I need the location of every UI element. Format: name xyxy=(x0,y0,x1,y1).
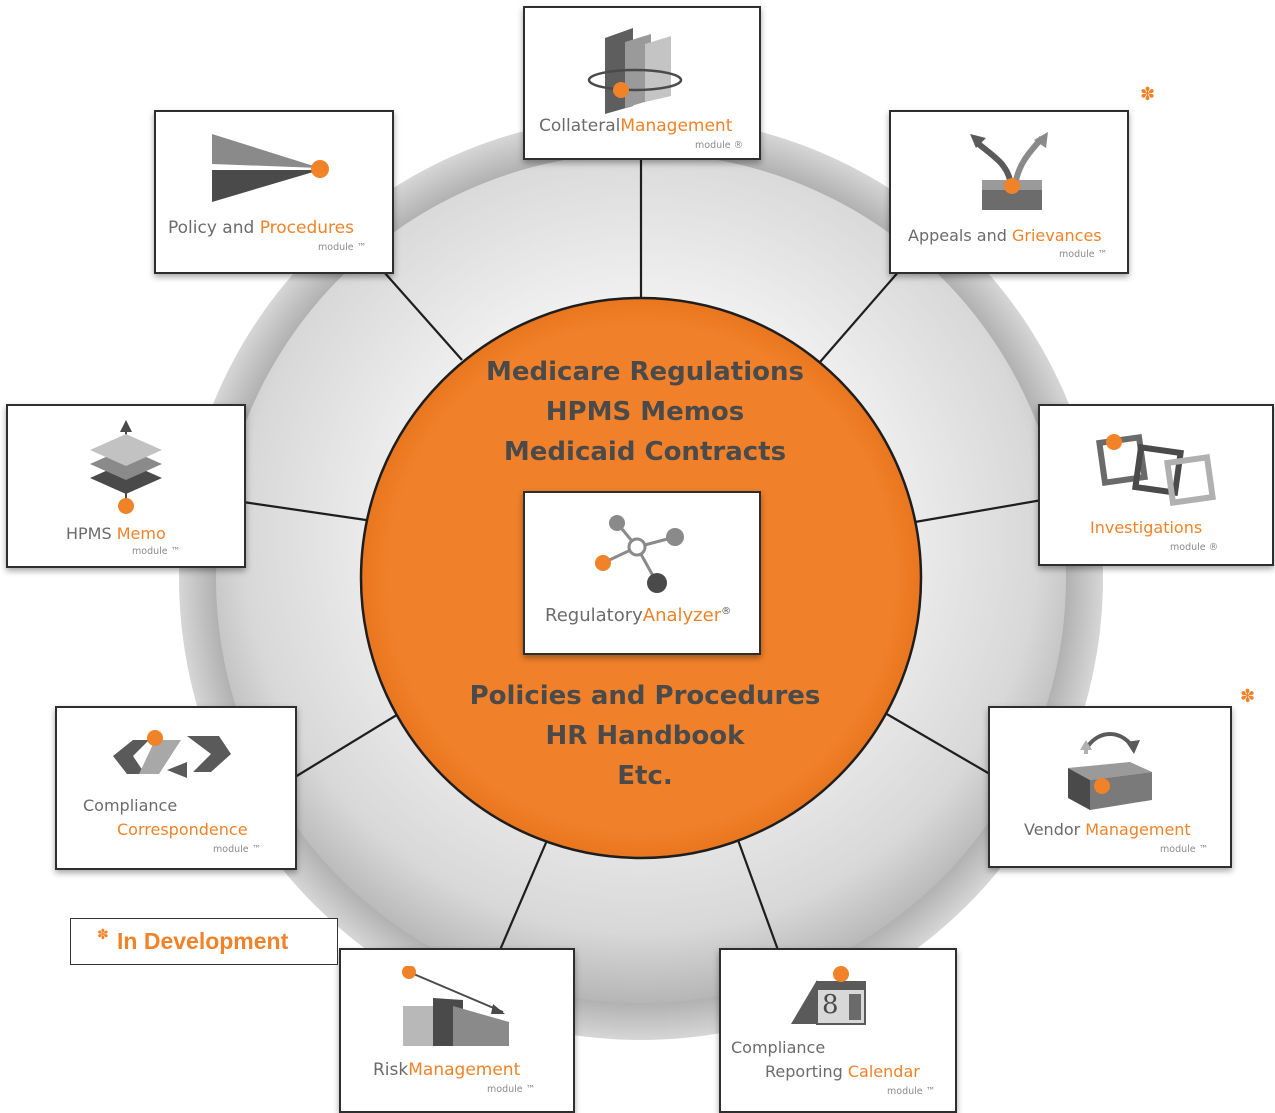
appeals-title: Appeals and Grievances xyxy=(908,226,1102,245)
center-top-text: Medicare Regulations HPMS Memos Medicaid… xyxy=(390,352,900,472)
reporting-sub: module ™ xyxy=(887,1086,936,1097)
calendar-icon xyxy=(791,966,866,1025)
center-line-2: HPMS Memos xyxy=(545,397,745,427)
reporting-title-line2: Reporting Calendar xyxy=(765,1062,920,1081)
module-investigations[interactable]: Investigations module ® xyxy=(1038,404,1274,566)
wedge-icon xyxy=(212,134,329,202)
declining-bars-icon xyxy=(402,966,509,1046)
hpms-sub: module ™ xyxy=(132,546,181,557)
vendor-title: Vendor Management xyxy=(1024,820,1191,839)
center-line-6: Etc. xyxy=(617,761,673,791)
in-development-marker-vendor: ✽ xyxy=(1240,686,1256,707)
cycle-box-icon xyxy=(1068,732,1152,810)
center-line-5: HR Handbook xyxy=(545,721,745,751)
module-vendor-management[interactable]: Vendor Management module ™ xyxy=(988,706,1232,868)
panels-icon xyxy=(587,28,683,114)
module-compliance-correspondence[interactable]: Compliance Correspondence module ™ xyxy=(55,706,297,870)
asterisk-icon: ✽ xyxy=(97,927,109,943)
investigations-sub: module ® xyxy=(1170,542,1219,553)
hpms-title: HPMS Memo xyxy=(66,524,166,543)
center-line-3: Medicaid Contracts xyxy=(503,437,787,467)
linked-squares-icon xyxy=(1096,434,1216,506)
appeals-sub: module ™ xyxy=(1059,249,1108,260)
module-collateral-management[interactable]: CollateralManagement module ® xyxy=(523,6,761,160)
regulatory-analyzer-box[interactable]: RegulatoryAnalyzer® xyxy=(523,491,761,655)
arrows-box-icon xyxy=(970,132,1048,210)
calendar-day: 8 xyxy=(822,990,839,1020)
module-hpms-memo[interactable]: HPMS Memo module ™ xyxy=(6,404,246,568)
module-compliance-reporting-calendar[interactable]: 8 Compliance Reporting Calendar module ™ xyxy=(719,948,957,1113)
center-bottom-text: Policies and Procedures HR Handbook Etc. xyxy=(390,676,900,796)
collateral-sub: module ® xyxy=(695,140,744,151)
center-line-4: Policies and Procedures xyxy=(469,681,821,711)
policy-title: Policy and Procedures xyxy=(168,218,354,238)
correspondence-sub: module ™ xyxy=(213,844,262,855)
collateral-title: CollateralManagement xyxy=(539,116,733,136)
network-nodes-icon xyxy=(595,515,684,593)
policy-sub: module ™ xyxy=(318,242,367,253)
regulatory-analyzer-title: RegulatoryAnalyzer® xyxy=(545,605,732,626)
in-development-marker-appeals: ✽ xyxy=(1140,84,1156,105)
investigations-title: Investigations xyxy=(1090,518,1203,537)
risk-title: RiskManagement xyxy=(373,1060,521,1080)
exchange-arrows-icon xyxy=(113,730,231,778)
module-appeals-grievances[interactable]: Appeals and Grievances module ™ xyxy=(889,110,1129,274)
legend-text: In Development xyxy=(117,928,289,954)
correspondence-title-line2: Correspondence xyxy=(117,820,248,839)
center-line-1: Medicare Regulations xyxy=(486,357,804,387)
risk-sub: module ™ xyxy=(487,1084,536,1095)
spokes xyxy=(242,140,1043,951)
in-development-legend: ✽ In Development xyxy=(70,918,338,965)
module-policy-procedures[interactable]: Policy and Procedures module ™ xyxy=(154,110,394,274)
module-risk-management[interactable]: RiskManagement module ™ xyxy=(339,948,575,1113)
correspondence-title-line1: Compliance xyxy=(83,796,178,815)
layers-icon xyxy=(90,420,162,514)
vendor-sub: module ™ xyxy=(1160,844,1209,855)
reporting-title-line1: Compliance xyxy=(731,1038,826,1057)
